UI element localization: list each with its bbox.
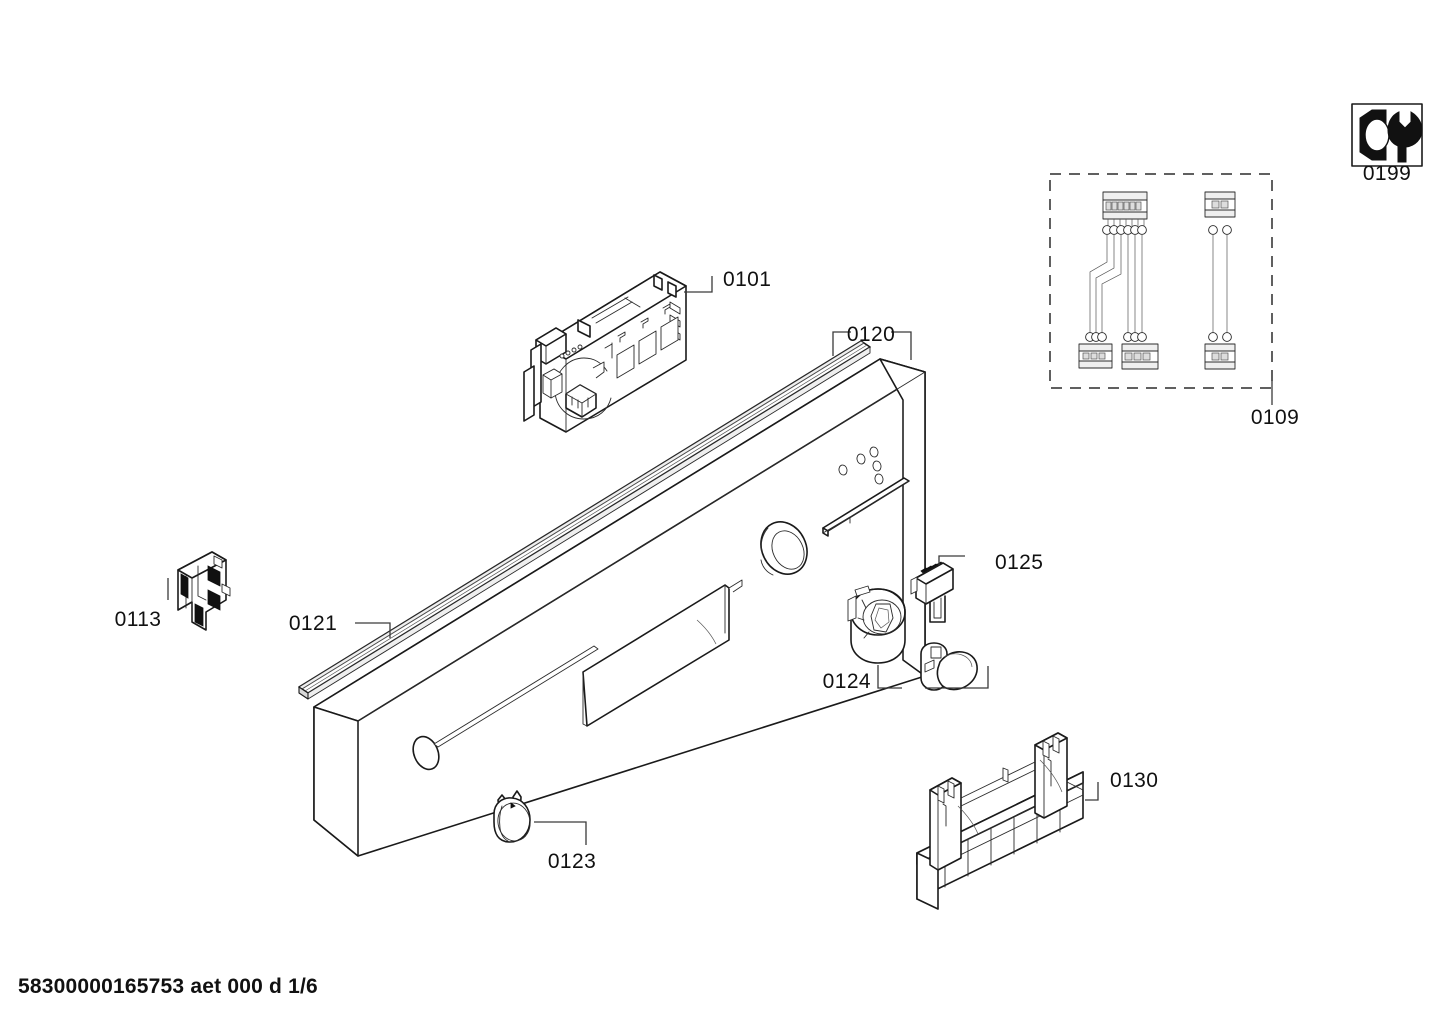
- control-panel-fascia: 0120 0121: [289, 323, 926, 857]
- panel-knob-opening: [760, 521, 808, 576]
- panel-display-slot: [822, 477, 910, 537]
- pcb-pin-header: [559, 344, 583, 359]
- part-label-0123: 0123: [548, 850, 596, 873]
- pcb-silkscreen: [591, 296, 641, 324]
- harness-ferrules-top: [1102, 225, 1147, 235]
- rotary-selector-knob: 0124: [823, 585, 989, 693]
- knob-ribs: [857, 599, 870, 639]
- decor-trim-strip: [298, 340, 871, 700]
- part-label-0120: 0120: [847, 323, 895, 346]
- connector-7way-top: [1102, 191, 1148, 226]
- leader-0125: [938, 555, 965, 565]
- pcb-notch-a: [653, 274, 663, 291]
- rail-left-notch: [937, 785, 945, 804]
- encoder-shaft: [592, 361, 605, 379]
- micro-switch: 0125: [910, 551, 1043, 623]
- part-label-0199: 0199: [1363, 162, 1411, 185]
- push-button-cap: 0123: [493, 790, 596, 873]
- rail-right-notch: [1042, 740, 1050, 759]
- leader-0124-knob: [877, 665, 902, 689]
- panel-lower-recess: [582, 579, 743, 727]
- mounting-clip-bracket: 0113: [115, 551, 231, 631]
- indicator-hole-2: [856, 453, 866, 465]
- wrench-icon: [1387, 111, 1423, 163]
- indicator-hole-3: [869, 446, 879, 458]
- pcb-relay: [542, 368, 563, 399]
- wiring-harness-group: 0109: [1049, 173, 1299, 429]
- part-label-0124: 0124: [823, 670, 871, 693]
- leader-0130: [1085, 782, 1099, 801]
- leader-0101: [684, 276, 713, 293]
- clip-detail-b: [207, 589, 221, 611]
- switch-mount-ear: [910, 576, 918, 595]
- part-label-0121: 0121: [289, 612, 337, 635]
- panel-front-face: [313, 358, 926, 857]
- indicator-hole-4: [872, 460, 882, 472]
- indicator-hole-1: [838, 464, 848, 476]
- control-module-pcb: 0101: [523, 268, 771, 433]
- pcb-components: [616, 316, 679, 379]
- panel-lower-slot: [433, 645, 599, 748]
- shaft-button-head: [936, 651, 978, 691]
- pcb-rotary-encoder: [554, 357, 612, 420]
- knob-hub: [870, 603, 894, 633]
- part-label-0125: 0125: [995, 551, 1043, 574]
- panel-support-rail: 0130: [916, 732, 1158, 910]
- sheet-footer-text: 58300000165753 aet 000 d 1/6: [18, 975, 318, 998]
- part-label-0109: 0109: [1251, 406, 1299, 429]
- connector-3way-lower-left: [1078, 332, 1113, 369]
- pcb-connector-block: [523, 327, 567, 422]
- knob-bore: [862, 599, 902, 635]
- recess-panel: [582, 584, 730, 727]
- leader-0120: [832, 331, 912, 360]
- panel-lower-oval-hole: [412, 645, 599, 771]
- part-label-0113: 0113: [115, 608, 162, 631]
- knob-side-tab: [847, 595, 857, 622]
- pcb-notch-c: [577, 319, 591, 338]
- nut-bore-icon: [1364, 118, 1390, 152]
- cable-2way-assembly: [1204, 191, 1236, 370]
- trim-strip-left-end: [298, 686, 309, 700]
- knob-shaft-button: [920, 642, 978, 691]
- button-cap-mark: [510, 802, 516, 809]
- harness-left-branch-wires: [1089, 235, 1122, 333]
- leader-0123: [534, 821, 587, 845]
- clip-detail-a: [207, 565, 221, 587]
- rail-center-tab: [1002, 767, 1009, 783]
- indicator-hole-5: [874, 473, 884, 485]
- switch-retaining-clip: [929, 595, 946, 623]
- pcb-traces: [604, 303, 671, 359]
- panel-left-end: [313, 706, 359, 857]
- clip-detail-c: [194, 603, 204, 627]
- clip-detail-d: [180, 573, 189, 599]
- connector-4way-lower-right: [1121, 332, 1159, 370]
- panel-right-end: [879, 358, 926, 677]
- harness-group-boundary: [1049, 173, 1273, 389]
- harness-right-branch-wires: [1127, 235, 1143, 333]
- part-label-0101: 0101: [723, 268, 771, 291]
- service-icon-group: 0199: [1351, 103, 1423, 185]
- part-label-0130: 0130: [1110, 769, 1158, 792]
- pcb-notch-b: [667, 281, 677, 298]
- switch-top-face: [915, 562, 954, 585]
- panel-indicator-holes: [838, 446, 884, 485]
- leader-0124-shaft: [925, 666, 989, 689]
- leader-0121: [355, 622, 391, 638]
